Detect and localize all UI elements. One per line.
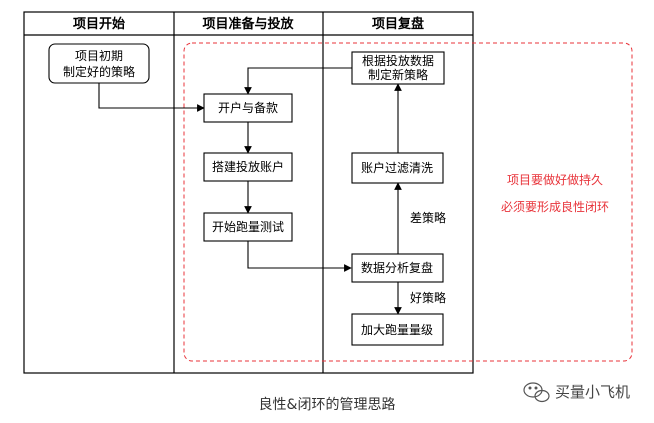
node-build-account: 搭建投放账户	[203, 152, 293, 182]
swimlane-table	[23, 11, 474, 374]
edge-test-to-review	[247, 241, 352, 272]
edge-label-bad-strategy: 差策略	[410, 210, 446, 225]
loop-note-line2: 必须要形成良性闭环	[501, 199, 609, 214]
node-scale-up: 加大跑量量级	[351, 313, 444, 346]
node-start-test-label: 开始跑量测试	[212, 219, 284, 234]
loop-note-line1: 项目要做好做持久	[507, 172, 603, 187]
node-data-review: 数据分析复盘	[351, 253, 444, 283]
connectors	[98, 67, 402, 315]
loop-region	[183, 42, 633, 362]
lane-title-start: 项目开始	[73, 16, 125, 32]
node-filter-accounts: 账户过滤清洗	[351, 152, 444, 184]
node-scale-up-label: 加大跑量量级	[361, 323, 433, 337]
node-filter-accounts-label: 账户过滤清洗	[361, 160, 433, 175]
edge-newstrategy-to-open	[244, 67, 352, 95]
node-initial-strategy: 项目初期 制定好的策略	[48, 43, 150, 84]
node-new-strategy: 根据投放数据 制定新策略	[351, 51, 445, 85]
wechat-icon	[523, 382, 550, 403]
watermark-text: 买量小飞机	[555, 383, 630, 401]
node-new-strategy-line1: 根据投放数据	[362, 53, 434, 68]
node-initial-strategy-line1: 项目初期	[75, 49, 123, 63]
node-initial-strategy-line2: 制定好的策略	[63, 64, 135, 79]
node-data-review-label: 数据分析复盘	[361, 260, 433, 275]
lane-title-prepare: 项目准备与投放	[202, 16, 294, 32]
watermark: 买量小飞机	[523, 382, 630, 403]
lane-title-review: 项目复盘	[372, 16, 424, 32]
node-start-test: 开始跑量测试	[203, 212, 293, 242]
edge-initial-to-open	[98, 83, 205, 112]
node-open-account-label: 开户与备款	[218, 100, 278, 115]
figure-caption: 良性&闭环的管理思路	[259, 397, 396, 413]
node-open-account: 开户与备款	[203, 93, 293, 123]
node-new-strategy-line2: 制定新策略	[368, 67, 428, 82]
edge-label-good-strategy: 好策略	[410, 290, 446, 305]
node-build-account-label: 搭建投放账户	[212, 159, 284, 174]
